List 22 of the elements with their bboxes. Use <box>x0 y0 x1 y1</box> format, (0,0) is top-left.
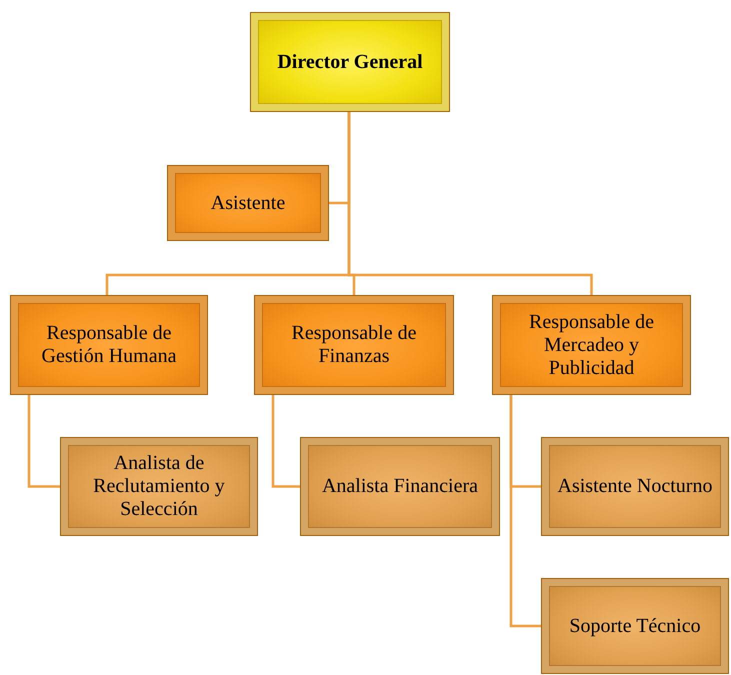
role-title: Responsable de Gestión Humana <box>40 322 178 368</box>
connector-line <box>28 395 60 488</box>
connector-line <box>272 395 300 488</box>
role-title: Analista Financiera <box>322 475 478 498</box>
org-box <box>250 12 450 112</box>
org-box <box>300 437 500 536</box>
role-title: Soporte Técnico <box>569 614 701 638</box>
connector-line <box>348 112 593 295</box>
role-title: Responsable de Mercadeo y Publicidad <box>528 310 655 380</box>
org-box <box>60 437 258 536</box>
role-title: Asistente Nocturno <box>558 475 712 498</box>
org-box <box>541 437 729 536</box>
org-box <box>167 165 329 241</box>
org-box <box>10 295 208 395</box>
connector-line <box>510 395 541 628</box>
role-title: Director General <box>277 50 423 74</box>
role-title: Asistente <box>210 192 286 214</box>
org-box <box>492 295 691 395</box>
role-title: Analista de Reclutamiento y Selección <box>92 452 226 521</box>
org-box <box>254 295 454 395</box>
role-title: Responsable de Finanzas <box>290 322 418 368</box>
org-box <box>541 578 729 674</box>
